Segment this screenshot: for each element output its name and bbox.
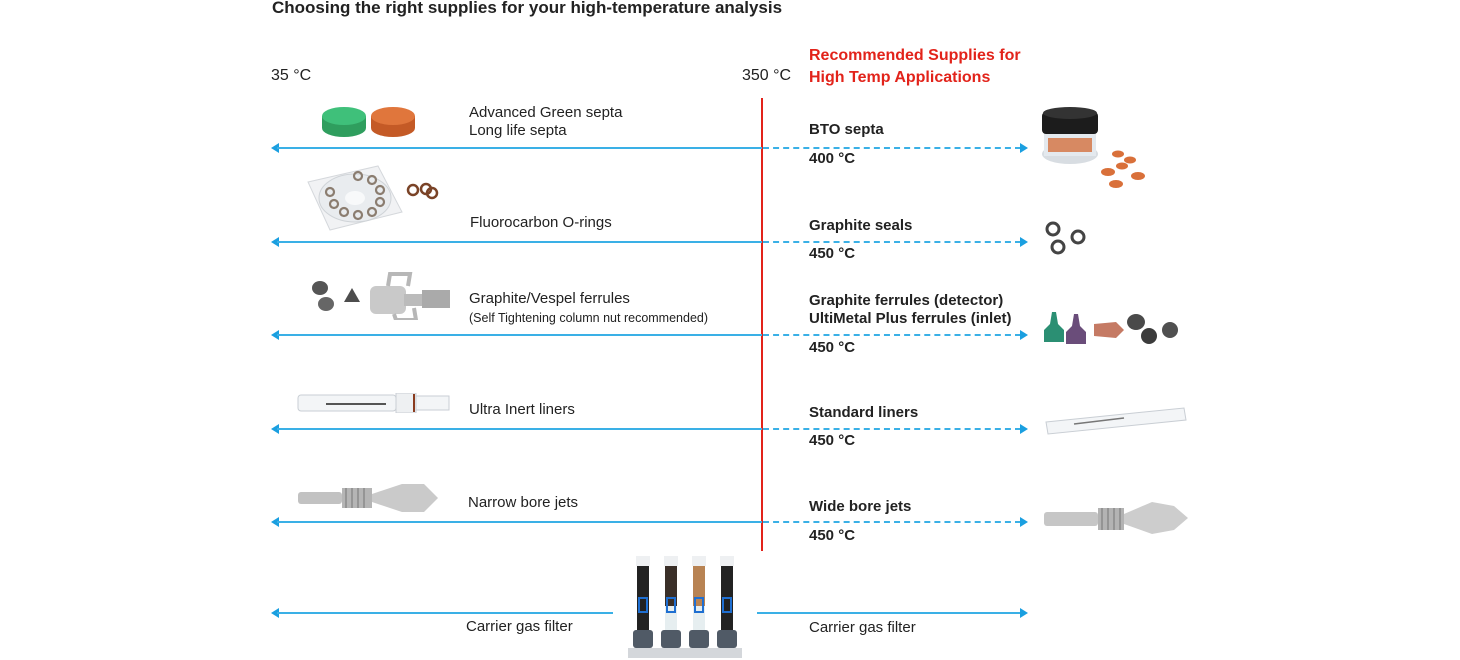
standard-liner-image: [1045, 407, 1187, 435]
high-temp-range-line: [763, 147, 1021, 149]
high-temp-label: Graphite seals: [809, 217, 913, 234]
high-temp-label: BTO septa: [809, 121, 884, 138]
arrow-right-icon: [1020, 330, 1028, 340]
arrow-right-icon: [1020, 517, 1028, 527]
arrow-left-icon: [271, 424, 279, 434]
arrow-left-icon: [271, 237, 279, 247]
standard-label: Fluorocarbon O-rings: [470, 214, 612, 231]
arrow-right-icon: [1020, 424, 1028, 434]
high-temp-max: 450 °C: [809, 432, 856, 449]
standard-label: Narrow bore jets: [468, 494, 579, 511]
arrow-left-icon: [271, 608, 279, 618]
high-temp-label: Wide bore jets: [809, 498, 912, 515]
high-temp-max: 450 °C: [809, 339, 856, 356]
ultimetal-ferrules-image: [1044, 312, 1178, 344]
o-rings-image: [307, 165, 439, 231]
standard-range-line: [277, 147, 762, 149]
arrow-left-icon: [271, 330, 279, 340]
threshold-temp-label: 350 °C: [742, 67, 792, 84]
gas-filter-image: [628, 556, 742, 658]
graphite-seals-image: [1045, 221, 1086, 255]
arrow-right-icon: [1020, 237, 1028, 247]
high-temp-max: 400 °C: [809, 150, 856, 167]
standard-label: Advanced Green septa Long life septa: [469, 104, 622, 140]
page-title: Choosing the right supplies for your hig…: [272, 0, 783, 17]
carrier-gas-left-label: Carrier gas filter: [466, 618, 573, 635]
high-temp-label: Standard liners: [809, 404, 919, 421]
high-temp-label-line: UltiMetal Plus ferrules (inlet): [809, 310, 1012, 327]
high-temp-range-line: [763, 521, 1021, 523]
standard-range-line: [277, 428, 762, 430]
recommended-header-line1: Recommended Supplies for: [809, 47, 1021, 64]
standard-range-line: [277, 521, 762, 523]
threshold-divider: [761, 98, 763, 551]
carrier-gas-right-label: Carrier gas filter: [809, 619, 916, 636]
standard-range-line: [277, 241, 762, 243]
standard-range-line: [277, 334, 762, 336]
high-temp-label: Graphite ferrules (detector) UltiMetal P…: [809, 292, 1012, 328]
standard-range-line: [277, 612, 613, 614]
high-temp-max: 450 °C: [809, 245, 856, 262]
standard-label: Graphite/Vespel ferrules: [469, 290, 630, 307]
narrow-bore-jet-image: [298, 484, 438, 512]
bto-septa-jar-image: [1042, 107, 1145, 188]
standard-label-line: Advanced Green septa: [469, 104, 623, 121]
standard-note: (Self Tightening column nut recommended): [469, 311, 709, 325]
arrow-left-icon: [271, 517, 279, 527]
high-temp-range-line: [763, 241, 1021, 243]
recommended-header-line2: High Temp Applications: [809, 69, 991, 86]
arrow-right-icon: [1020, 143, 1028, 153]
high-temp-range-line: [763, 334, 1021, 336]
wide-bore-jet-image: [1044, 502, 1188, 534]
arrow-right-icon: [1020, 608, 1028, 618]
high-temp-label-line: Graphite ferrules (detector): [809, 292, 1004, 309]
low-temp-label: 35 °C: [271, 67, 312, 84]
high-temp-range-line: [757, 612, 1021, 614]
arrow-left-icon: [271, 143, 279, 153]
standard-label-line: Long life septa: [469, 122, 567, 139]
high-temp-range-line: [763, 428, 1021, 430]
high-temp-max: 450 °C: [809, 527, 856, 544]
recommended-header: Recommended Supplies for High Temp Appli…: [809, 45, 1021, 89]
ultra-inert-liner-image: [297, 393, 450, 413]
ferrules-column-nut-image: [312, 272, 450, 320]
septa-image: [322, 107, 415, 137]
standard-label: Ultra Inert liners: [469, 401, 575, 418]
